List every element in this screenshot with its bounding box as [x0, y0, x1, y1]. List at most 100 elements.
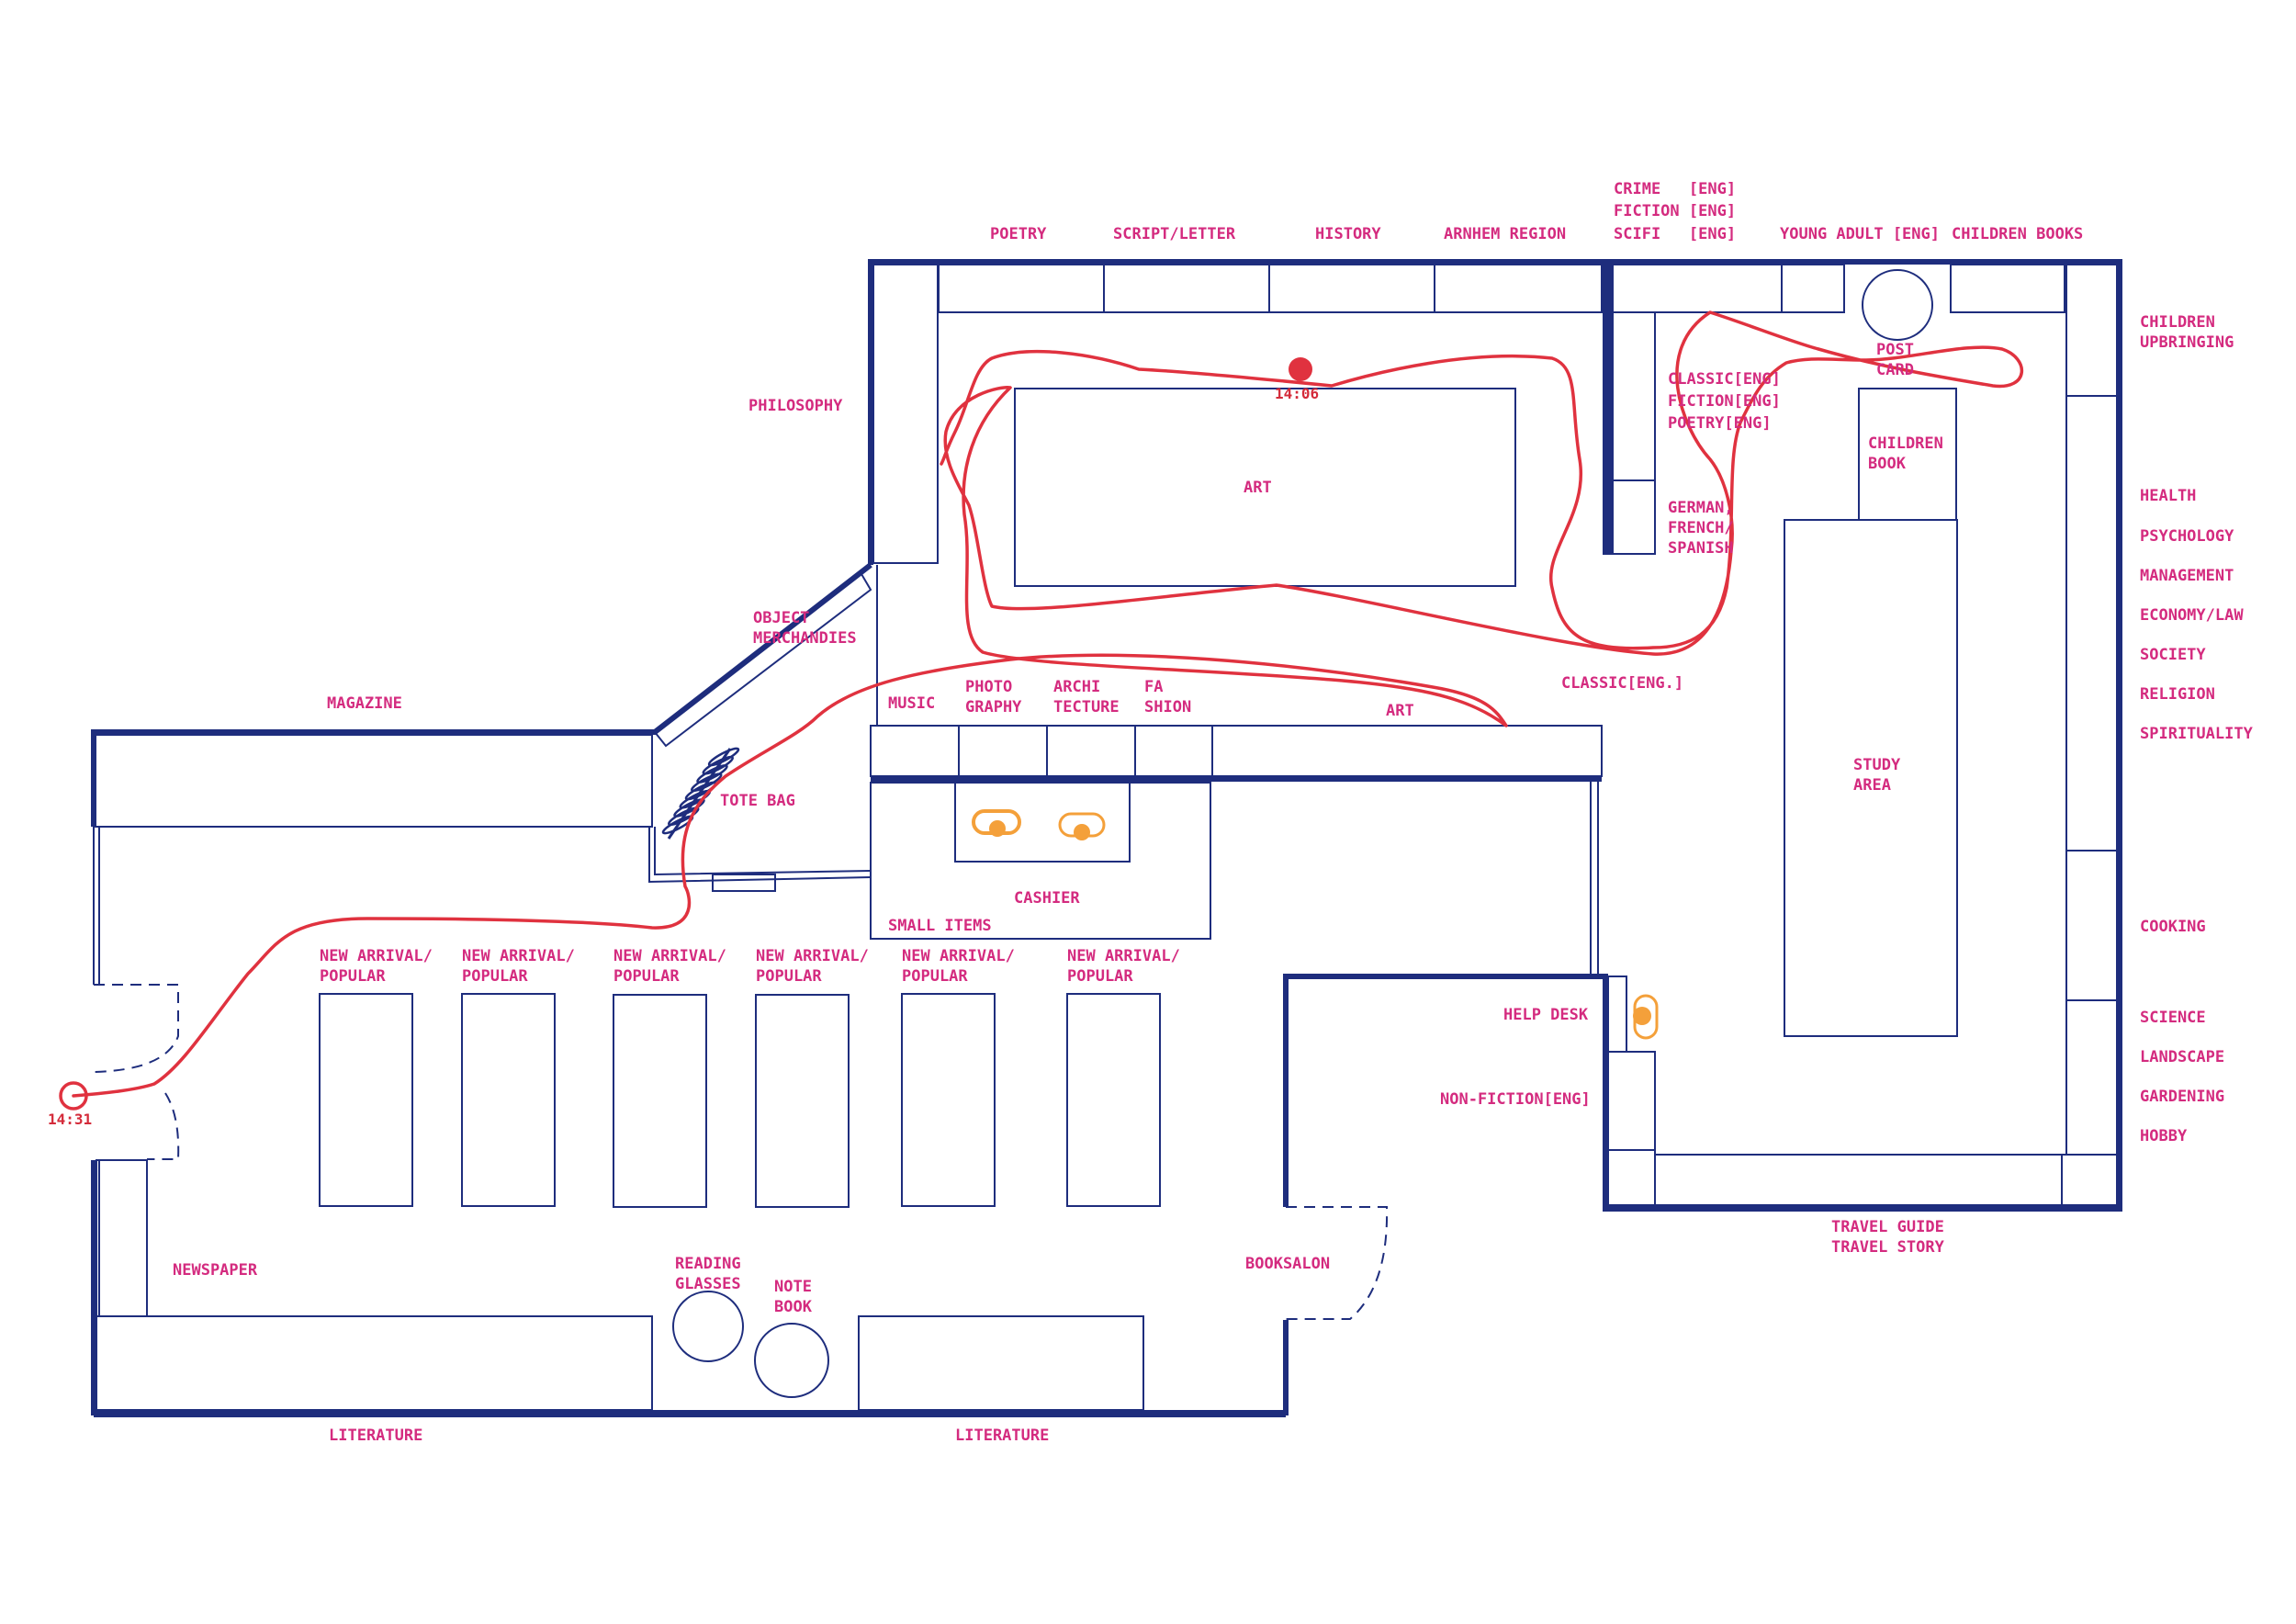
label-photo: PHOTO: [965, 678, 1012, 696]
shelf-art: [1211, 725, 1603, 777]
label-gardening: GARDENING: [2140, 1088, 2224, 1106]
note-book-stand: [754, 1323, 829, 1398]
upper-room-wall: [868, 259, 1614, 565]
route-line: [72, 310, 2024, 1098]
label-object: OBJECT: [753, 609, 809, 627]
shelf-arnhem: [1434, 264, 1603, 313]
label-german: GERMAN,: [1668, 499, 1734, 517]
label-psychology: PSYCHOLOGY: [2140, 527, 2234, 546]
label-art-center: ART: [1244, 479, 1272, 497]
route-start-time: 14:31: [48, 1111, 92, 1128]
label-card: CARD: [1876, 361, 1914, 379]
label-french: FRENCH/: [1668, 519, 1734, 537]
label-new-arrival-4b: POPULAR: [756, 967, 822, 986]
new-arrival-table-4: [755, 994, 850, 1208]
new-arrival-table-6: [1066, 993, 1161, 1207]
label-history: HISTORY: [1315, 225, 1381, 243]
route-end-marker: [1289, 357, 1312, 381]
label-children-upbringing-2: UPBRINGING: [2140, 333, 2234, 352]
label-children-books: CHILDREN BOOKS: [1952, 225, 2083, 243]
label-landscape: LANDSCAPE: [2140, 1048, 2224, 1066]
label-science: SCIENCE: [2140, 1009, 2206, 1027]
label-scifi: SCIFI [ENG]: [1614, 225, 1736, 243]
label-study: STUDY: [1853, 756, 1901, 774]
label-new-arrival-6b: POPULAR: [1067, 967, 1133, 986]
shelf-object-merchandies: [653, 572, 872, 748]
label-new-arrival-3a: NEW ARRIVAL/: [613, 947, 726, 965]
new-arrival-table-2: [461, 993, 556, 1207]
label-literature-right: LITERATURE: [955, 1427, 1049, 1445]
shelf-photography: [958, 725, 1048, 777]
cashier-desk: [954, 782, 1131, 863]
label-travel-story: TRAVEL STORY: [1831, 1238, 1945, 1257]
shelf-newspaper: [96, 1159, 148, 1317]
label-classic-eng-3: POETRY[ENG]: [1668, 414, 1772, 433]
shelf-script-letter: [1103, 264, 1270, 313]
shelf-non-fiction: [1607, 1051, 1656, 1151]
label-hobby: HOBBY: [2140, 1127, 2188, 1145]
label-art-shelf: ART: [1386, 702, 1414, 720]
label-new-arrival-4a: NEW ARRIVAL/: [756, 947, 869, 965]
shelf-travel: [1654, 1154, 2063, 1206]
right-room-wall: [1283, 259, 2122, 1212]
label-cooking: COOKING: [2140, 918, 2206, 936]
label-shion: SHION: [1144, 698, 1191, 716]
label-merchandies: MERCHANDIES: [753, 629, 857, 648]
label-glasses: GLASSES: [675, 1275, 741, 1293]
staff-markers: [972, 809, 1659, 1040]
new-arrival-table-5: [901, 993, 996, 1207]
label-new-arrival-2a: NEW ARRIVAL/: [462, 947, 575, 965]
cashier-staff-1: [989, 820, 1006, 837]
label-children-book-1: CHILDREN: [1868, 434, 1943, 453]
new-arrival-table-3: [613, 994, 707, 1208]
label-spirituality: SPIRITUALITY: [2140, 725, 2254, 743]
shelf-literature-right: [858, 1315, 1144, 1411]
label-young-adult: YOUNG ADULT [ENG]: [1780, 225, 1940, 243]
shelf-german: [1604, 479, 1656, 555]
tote-bag-hook: [702, 755, 735, 775]
label-book: BOOK: [774, 1298, 813, 1316]
label-help-desk: HELP DESK: [1503, 1006, 1589, 1024]
label-philosophy: PHILOSOPHY: [748, 397, 843, 415]
label-new-arrival-5b: POPULAR: [902, 967, 968, 986]
label-area: AREA: [1853, 776, 1891, 795]
label-new-arrival-5a: NEW ARRIVAL/: [902, 947, 1015, 965]
label-new-arrival-2b: POPULAR: [462, 967, 528, 986]
shelf-crime: [1608, 264, 1783, 313]
label-cashier: CASHIER: [1014, 889, 1080, 908]
label-note: NOTE: [774, 1278, 812, 1296]
shelf-music: [870, 725, 960, 777]
label-classic-eng-2: FICTION[ENG]: [1668, 392, 1781, 411]
tote-bag-hook: [707, 747, 740, 767]
shelf-science-hobby: [2065, 999, 2118, 1156]
label-newspaper: NEWSPAPER: [173, 1261, 258, 1280]
label-new-arrival-6a: NEW ARRIVAL/: [1067, 947, 1180, 965]
label-script-letter: SCRIPT/LETTER: [1113, 225, 1236, 243]
shelf-children-books: [1950, 264, 2065, 313]
shelf-magazine: [93, 734, 653, 828]
label-society: SOCIETY: [2140, 646, 2206, 664]
visitor-route: 14:31 14:06: [48, 310, 2024, 1128]
label-children-book-2: BOOK: [1868, 455, 1907, 473]
shelf-architecture: [1046, 725, 1136, 777]
shelf-children-upbringing: [2065, 264, 2118, 397]
label-classic-eng-1: CLASSIC[ENG]: [1668, 370, 1781, 389]
new-arrival-table-1: [319, 993, 413, 1207]
section-labels: POETRY SCRIPT/LETTER HISTORY ARNHEM REGI…: [173, 180, 2254, 1445]
label-children-upbringing-1: CHILDREN: [2140, 313, 2215, 332]
shelf-cooking: [2065, 850, 2118, 1001]
label-literature-left: LITERATURE: [329, 1427, 422, 1445]
label-graphy: GRAPHY: [965, 698, 1022, 716]
label-archi: ARCHI: [1053, 678, 1100, 696]
tote-bag-hook: [696, 764, 728, 784]
label-health: HEALTH: [2140, 487, 2196, 505]
label-travel-guide: TRAVEL GUIDE: [1831, 1218, 1944, 1236]
label-poetry: POETRY: [990, 225, 1047, 243]
angled-wall: [91, 562, 872, 827]
label-booksalon: BOOKSALON: [1245, 1255, 1330, 1273]
walls: [91, 259, 2122, 1415]
label-management: MANAGEMENT: [2140, 567, 2234, 585]
label-classic-eng-dot: CLASSIC[ENG.]: [1561, 674, 1683, 693]
label-small-items: SMALL ITEMS: [888, 917, 992, 935]
label-non-fiction: NON-FICTION[ENG]: [1440, 1090, 1591, 1109]
